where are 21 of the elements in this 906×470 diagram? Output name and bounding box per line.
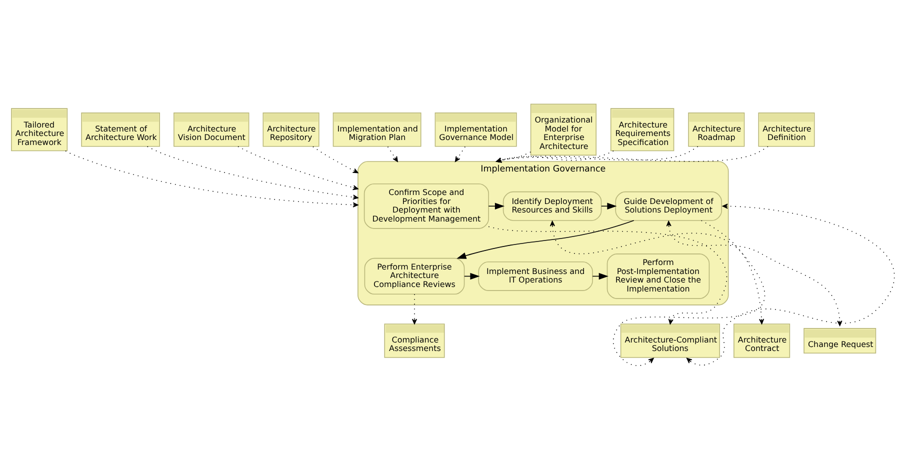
- arrow: [488, 202, 504, 210]
- arrow: [412, 294, 418, 324]
- node-box: Implement Business and IT Operations: [478, 262, 593, 291]
- arrow: [387, 146, 398, 162]
- arrow: [550, 220, 765, 366]
- node-box: Guide Development of Solutions Deployment: [615, 191, 722, 221]
- arrow: [666, 220, 842, 326]
- arrow: [488, 226, 728, 324]
- arrow: [238, 146, 358, 190]
- arrow: [146, 146, 358, 200]
- arrow: [456, 220, 634, 259]
- arrow: [312, 146, 358, 174]
- arrow: [686, 204, 895, 366]
- arrow: [600, 202, 617, 210]
- node-box: Identify Deployment Resources and Skills: [502, 191, 602, 221]
- arrow: [700, 220, 764, 324]
- arrow: [65, 150, 358, 208]
- node-box: Confirm Scope and Priorities for Deployment with Development Management: [364, 183, 489, 229]
- arrow: [454, 146, 466, 162]
- node-box: Perform Post-Implementation Review and Close the Implementation: [606, 254, 710, 299]
- node-box: Perform Enterprise Architecture Compliance Reviews: [364, 258, 465, 295]
